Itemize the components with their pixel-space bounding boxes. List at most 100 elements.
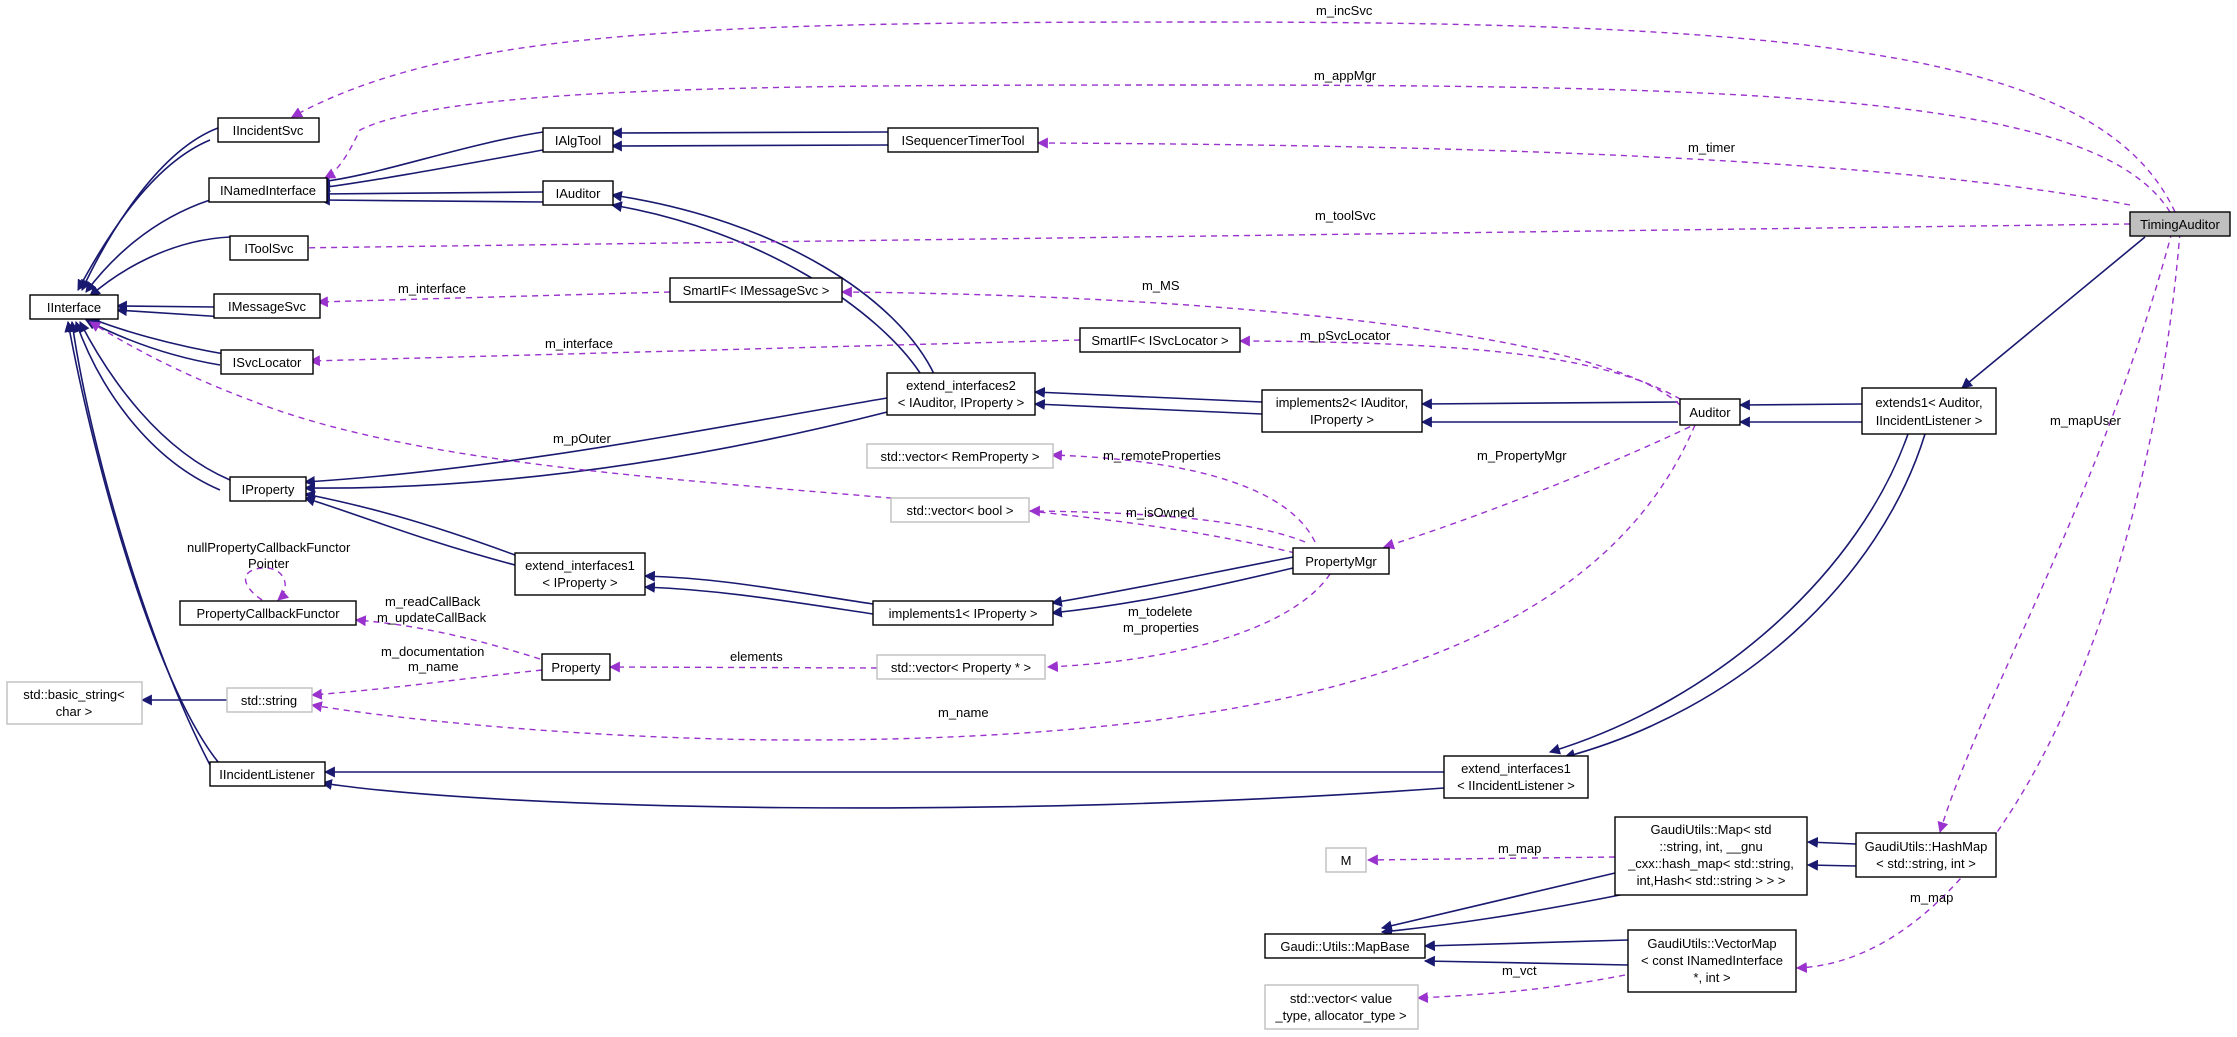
svg-text:Auditor: Auditor <box>1689 405 1731 420</box>
node-iinterface[interactable]: IInterface <box>29 294 119 320</box>
edge-label-null-functor-2: Pointer <box>248 556 290 571</box>
node-isequencer-timer-tool[interactable]: ISequencerTimerTool <box>887 127 1039 153</box>
node-itool-svc[interactable]: IToolSvc <box>229 235 309 261</box>
edge-label-m-documentation: m_documentation <box>381 644 484 659</box>
svg-text:IAlgTool: IAlgTool <box>555 133 601 148</box>
node-extends1[interactable]: extends1< Auditor, IIncidentListener > <box>1861 387 1997 435</box>
node-smartif-imessagesvc[interactable]: SmartIF< IMessageSvc > <box>669 277 843 303</box>
svg-text:< const INamedInterface: < const INamedInterface <box>1641 953 1783 968</box>
svg-text:ISvcLocator: ISvcLocator <box>233 355 302 370</box>
edge-label-m-name: m_name <box>938 705 989 720</box>
node-property-mgr[interactable]: PropertyMgr <box>1292 547 1390 575</box>
svg-text:implements2< IAuditor,: implements2< IAuditor, <box>1276 395 1409 410</box>
svg-text:std::vector< bool >: std::vector< bool > <box>907 503 1014 518</box>
svg-text:SmartIF< ISvcLocator >: SmartIF< ISvcLocator > <box>1091 333 1228 348</box>
svg-text:_type, allocator_type >: _type, allocator_type > <box>1274 1008 1406 1023</box>
svg-text:PropertyCallbackFunctor: PropertyCallbackFunctor <box>196 606 340 621</box>
node-property[interactable]: Property <box>541 653 611 681</box>
node-extend-interfaces1-iproperty[interactable]: extend_interfaces1 < IProperty > <box>514 552 646 596</box>
node-iincident-svc[interactable]: IIncidentSvc <box>217 117 320 143</box>
node-gaudiutils-vectormap[interactable]: GaudiUtils::VectorMap < const INamedInte… <box>1627 929 1797 993</box>
edge-labels: m_incSvc m_appMgr m_timer m_toolSvc m_in… <box>187 3 2121 978</box>
svg-text:Gaudi::Utils::MapBase: Gaudi::Utils::MapBase <box>1280 939 1409 954</box>
node-implements2[interactable]: implements2< IAuditor, IProperty > <box>1261 389 1423 433</box>
node-imessage-svc[interactable]: IMessageSvc <box>213 293 321 319</box>
svg-text:SmartIF< IMessageSvc >: SmartIF< IMessageSvc > <box>683 283 830 298</box>
node-isvc-locator[interactable]: ISvcLocator <box>220 349 314 375</box>
svg-text:std::vector< value: std::vector< value <box>1290 991 1392 1006</box>
edge-label-m-interface-loc: m_interface <box>545 336 613 351</box>
svg-text:< IAuditor, IProperty >: < IAuditor, IProperty > <box>898 395 1024 410</box>
svg-text:INamedInterface: INamedInterface <box>220 183 316 198</box>
node-iproperty[interactable]: IProperty <box>229 476 307 502</box>
edge-label-m-appmgr: m_appMgr <box>1314 68 1377 83</box>
svg-text:IToolSvc: IToolSvc <box>244 241 294 256</box>
svg-text:IIncidentListener >: IIncidentListener > <box>1876 413 1983 428</box>
edge-label-m-map-m: m_map <box>1498 841 1541 856</box>
svg-text:std::string: std::string <box>241 693 297 708</box>
edge-label-m-remoteproperties: m_remoteProperties <box>1103 448 1221 463</box>
edge-label-m-readcallback: m_readCallBack <box>385 594 481 609</box>
edge-label-null-functor-1: nullPropertyCallbackFunctor <box>187 540 351 555</box>
node-implements1[interactable]: implements1< IProperty > <box>872 600 1054 626</box>
svg-text:int,Hash< std::string > > >: int,Hash< std::string > > > <box>1637 873 1786 888</box>
edge-label-m-properties: m_properties <box>1123 620 1199 635</box>
svg-text:::string, int, __gnu: ::string, int, __gnu <box>1659 839 1762 854</box>
node-property-callback-functor[interactable]: PropertyCallbackFunctor <box>179 600 357 626</box>
node-extend-interfaces2[interactable]: extend_interfaces2 < IAuditor, IProperty… <box>886 372 1036 416</box>
node-vector-property-ptr[interactable]: std::vector< Property * > <box>876 654 1046 680</box>
svg-text:M: M <box>1341 853 1352 868</box>
svg-text:IProperty >: IProperty > <box>1310 412 1374 427</box>
svg-text:implements1< IProperty >: implements1< IProperty > <box>889 606 1038 621</box>
edge-label-m-incsvc: m_incSvc <box>1316 3 1373 18</box>
node-extend-interfaces1-iincidentlistener[interactable]: extend_interfaces1 < IIncidentListener > <box>1443 755 1589 799</box>
svg-text:IAuditor: IAuditor <box>556 186 601 201</box>
node-std-basic-string[interactable]: std::basic_string< char > <box>6 681 143 725</box>
node-inamed-interface[interactable]: INamedInterface <box>208 177 328 203</box>
svg-text:std::vector< RemProperty >: std::vector< RemProperty > <box>881 449 1040 464</box>
svg-text:std::basic_string<: std::basic_string< <box>23 687 125 702</box>
node-gaudiutils-map[interactable]: GaudiUtils::Map< std ::string, int, __gn… <box>1614 816 1808 896</box>
nodes: TimingAuditor IIncidentSvc INamedInterfa… <box>6 117 2231 1030</box>
node-vector-value-type[interactable]: std::vector< value _type, allocator_type… <box>1264 984 1419 1030</box>
edge-label-m-psvclocator: m_pSvcLocator <box>1300 328 1391 343</box>
node-timing-auditor[interactable]: TimingAuditor <box>2129 211 2231 237</box>
svg-text:_cxx::hash_map< std::string,: _cxx::hash_map< std::string, <box>1627 856 1794 871</box>
svg-text:< IIncidentListener >: < IIncidentListener > <box>1457 778 1575 793</box>
svg-text:TimingAuditor: TimingAuditor <box>2140 217 2220 232</box>
svg-text:IIncidentListener: IIncidentListener <box>219 767 315 782</box>
svg-text:PropertyMgr: PropertyMgr <box>1305 554 1377 569</box>
svg-text:GaudiUtils::VectorMap: GaudiUtils::VectorMap <box>1647 936 1776 951</box>
node-auditor[interactable]: Auditor <box>1679 398 1741 426</box>
node-vector-remproperty[interactable]: std::vector< RemProperty > <box>866 443 1054 469</box>
svg-text:extend_interfaces1: extend_interfaces1 <box>1461 761 1571 776</box>
node-smartif-isvclocator[interactable]: SmartIF< ISvcLocator > <box>1079 327 1241 353</box>
node-vector-bool[interactable]: std::vector< bool > <box>890 497 1030 523</box>
inheritance-edges <box>64 127 2146 967</box>
svg-text:IInterface: IInterface <box>47 300 101 315</box>
node-gaudi-utils-mapbase[interactable]: Gaudi::Utils::MapBase <box>1264 933 1426 959</box>
svg-text:extends1< Auditor,: extends1< Auditor, <box>1875 395 1982 410</box>
edge-label-elements: elements <box>730 649 783 664</box>
edge-label-m-propertymgr: m_PropertyMgr <box>1477 448 1567 463</box>
node-iauditor[interactable]: IAuditor <box>542 180 614 206</box>
svg-text:< std::string, int >: < std::string, int > <box>1876 856 1976 871</box>
svg-text:GaudiUtils::Map< std: GaudiUtils::Map< std <box>1650 822 1771 837</box>
svg-text:char >: char > <box>56 704 93 719</box>
svg-text:ISequencerTimerTool: ISequencerTimerTool <box>901 133 1024 148</box>
node-m[interactable]: M <box>1325 847 1367 873</box>
svg-text:*, int >: *, int > <box>1693 970 1730 985</box>
edge-label-m-toolsvc: m_toolSvc <box>1315 208 1376 223</box>
edge-label-m-interface-msg: m_interface <box>398 281 466 296</box>
node-std-string[interactable]: std::string <box>226 687 313 713</box>
svg-text:Property: Property <box>551 660 601 675</box>
node-ialg-tool[interactable]: IAlgTool <box>542 127 614 153</box>
usage-edges <box>89 21 2181 1004</box>
node-iincident-listener[interactable]: IIncidentListener <box>209 761 326 787</box>
svg-text:IProperty: IProperty <box>242 482 295 497</box>
node-gaudiutils-hashmap[interactable]: GaudiUtils::HashMap < std::string, int > <box>1855 832 1997 878</box>
svg-text:< IProperty >: < IProperty > <box>542 575 617 590</box>
svg-text:IMessageSvc: IMessageSvc <box>228 299 307 314</box>
edge-label-m-name-prop: m_name <box>408 659 459 674</box>
